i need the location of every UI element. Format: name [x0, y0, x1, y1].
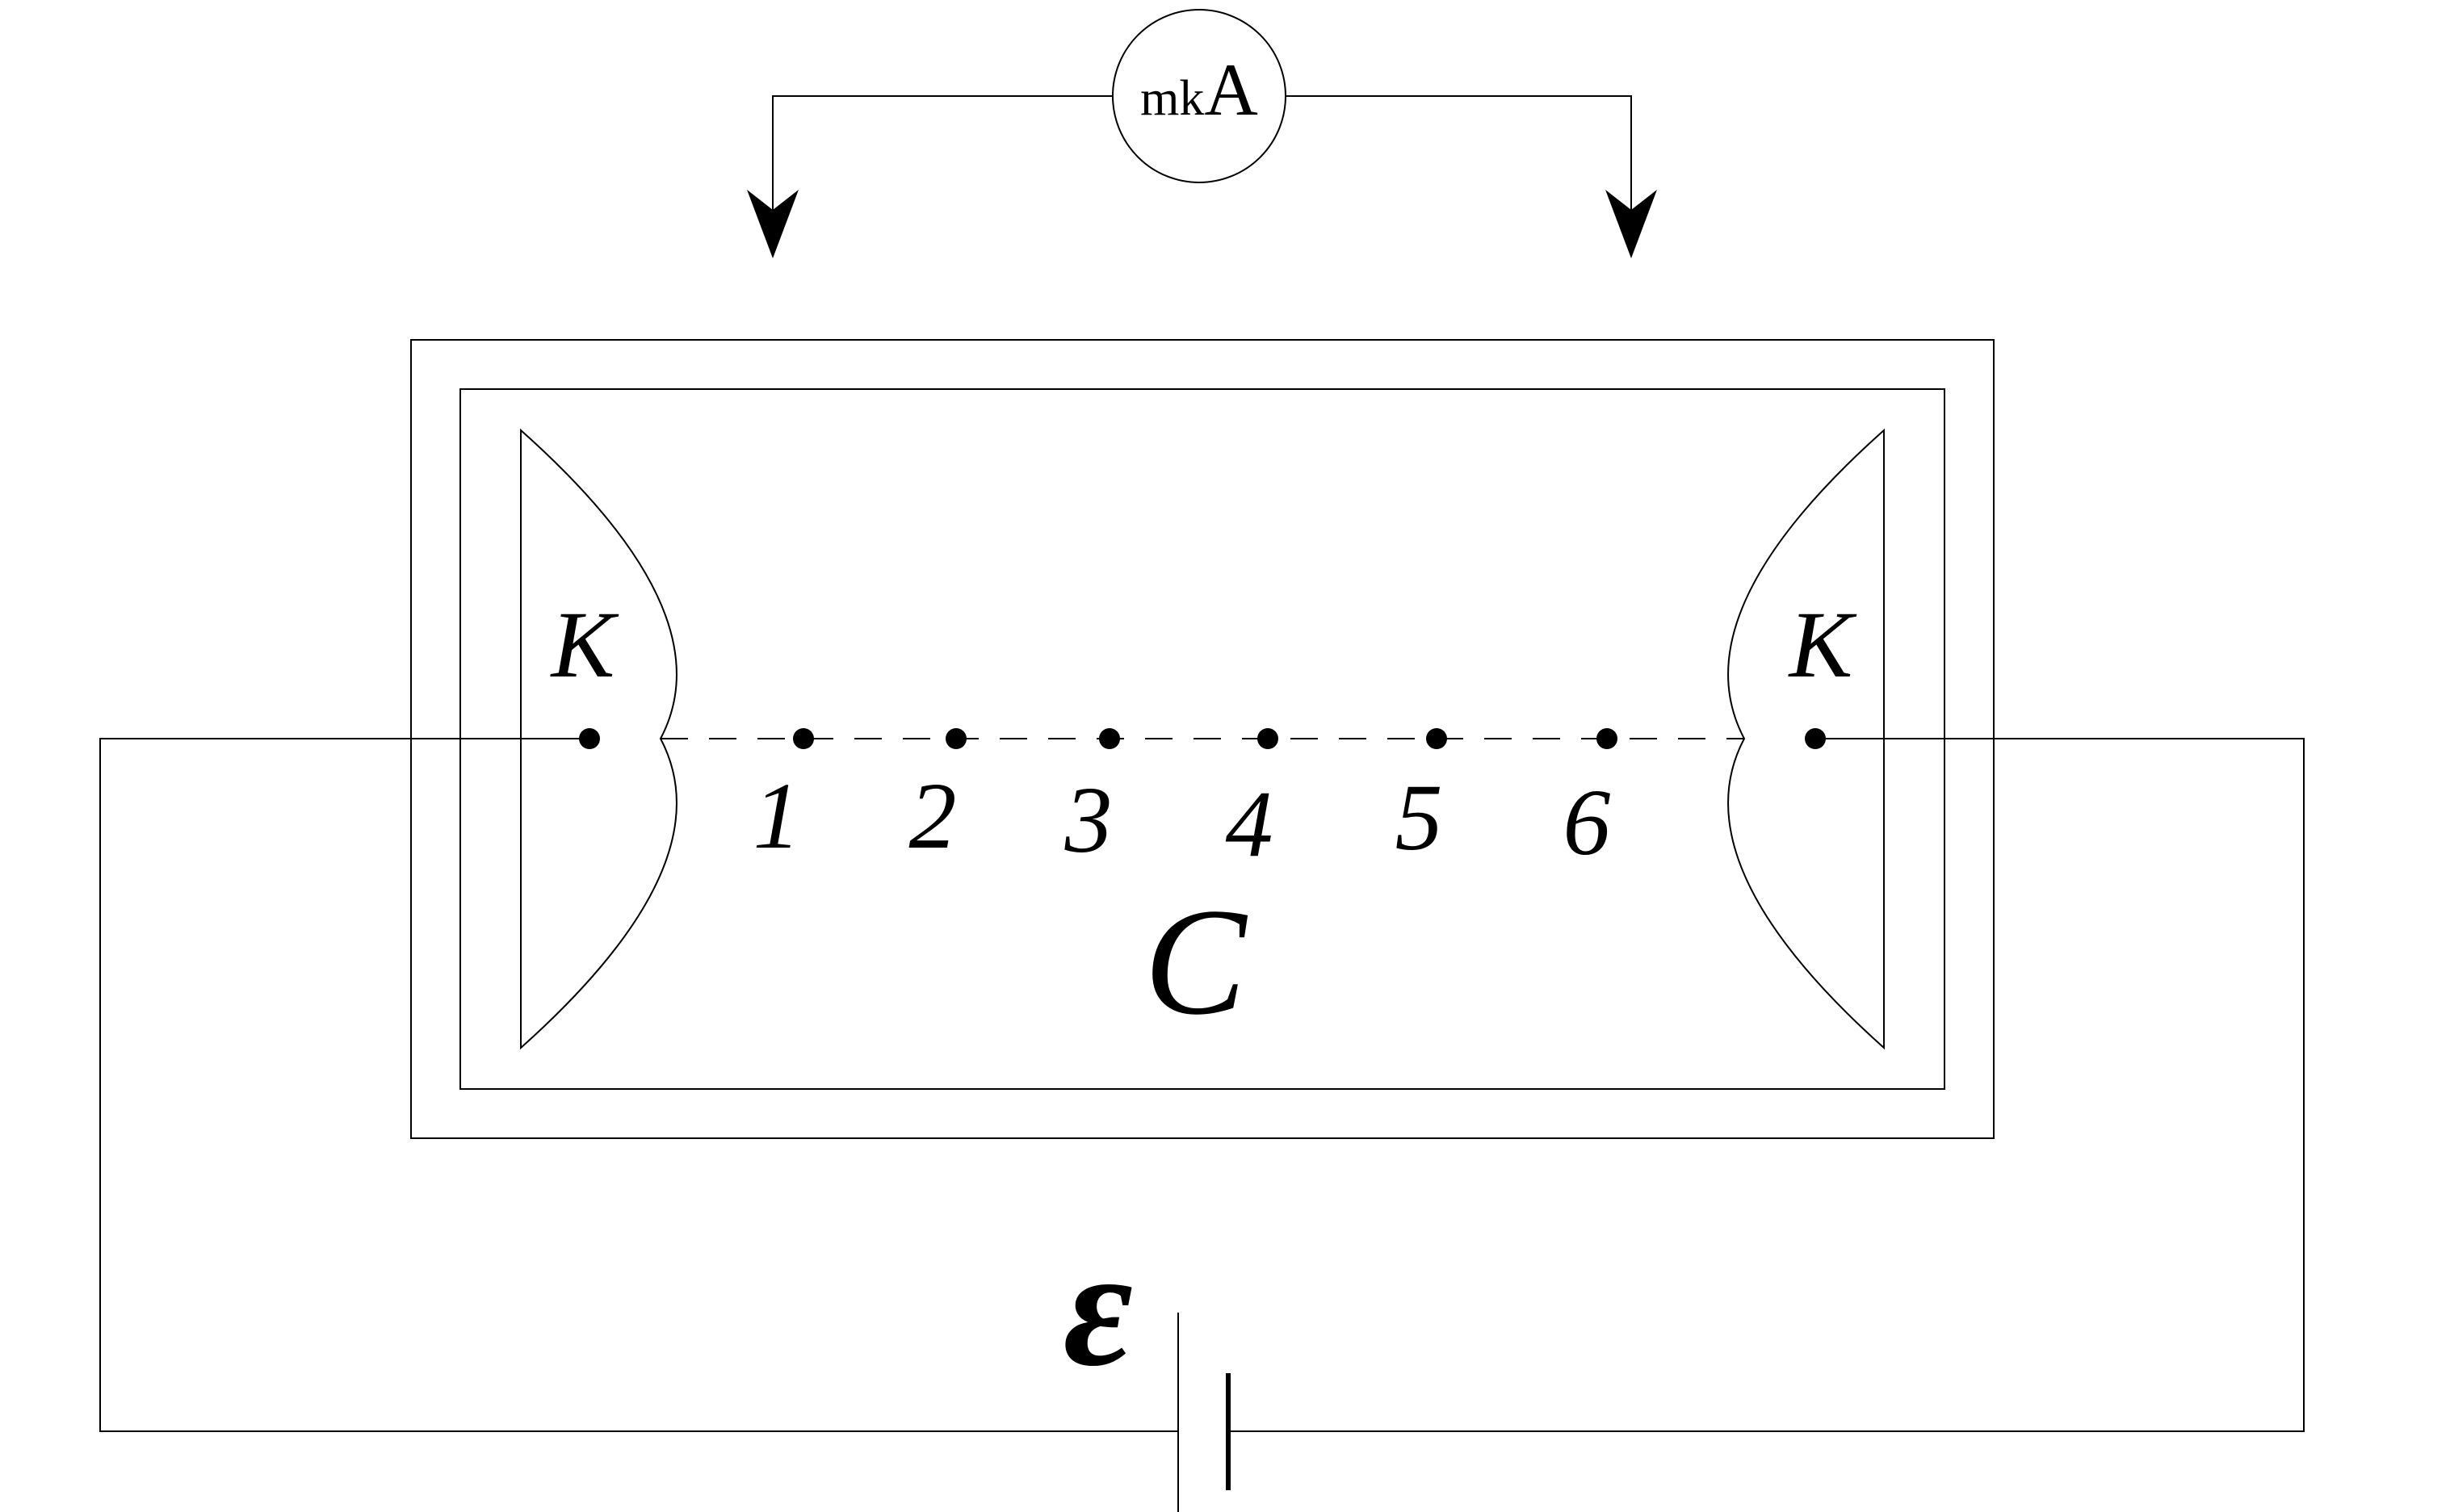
ammeter-label: mkA — [1140, 48, 1258, 131]
cathode-left-label: K — [550, 592, 619, 697]
point-label-1: 1 — [753, 763, 801, 869]
right-lead-wire — [1286, 95, 1632, 218]
probe-point-4 — [1257, 728, 1278, 749]
cathode-right-label: K — [1788, 592, 1857, 697]
ammeter-prefix: mk — [1140, 71, 1204, 126]
left-circuit-wire — [99, 738, 1178, 1432]
probe-point-2 — [946, 728, 967, 749]
left-lead-arrow — [747, 190, 799, 258]
point-label-4: 4 — [1226, 771, 1273, 877]
probe-point-1 — [793, 728, 814, 749]
probe-point-6 — [1596, 728, 1617, 749]
right-lead-arrow — [1605, 190, 1657, 258]
ammeter: mkA — [1112, 9, 1286, 183]
probe-point-5 — [1426, 728, 1447, 749]
battery — [1177, 1313, 1231, 1512]
right-circuit-wire — [1228, 738, 2305, 1432]
ammeter-leads — [747, 95, 1657, 258]
point-label-6: 6 — [1563, 769, 1611, 875]
right-cathode-point — [1805, 728, 1826, 749]
ammeter-unit: A — [1204, 48, 1257, 131]
emf-label: ε — [1063, 1214, 1133, 1401]
left-lead-wire — [772, 95, 1113, 218]
point-label-2: 2 — [909, 763, 957, 869]
center-label: C — [1144, 877, 1248, 1047]
point-label-5: 5 — [1395, 764, 1443, 870]
left-cathode-point — [579, 728, 600, 749]
ammeter-circle — [1112, 9, 1286, 183]
point-label-3: 3 — [1064, 767, 1113, 873]
probe-point-3 — [1099, 728, 1120, 749]
